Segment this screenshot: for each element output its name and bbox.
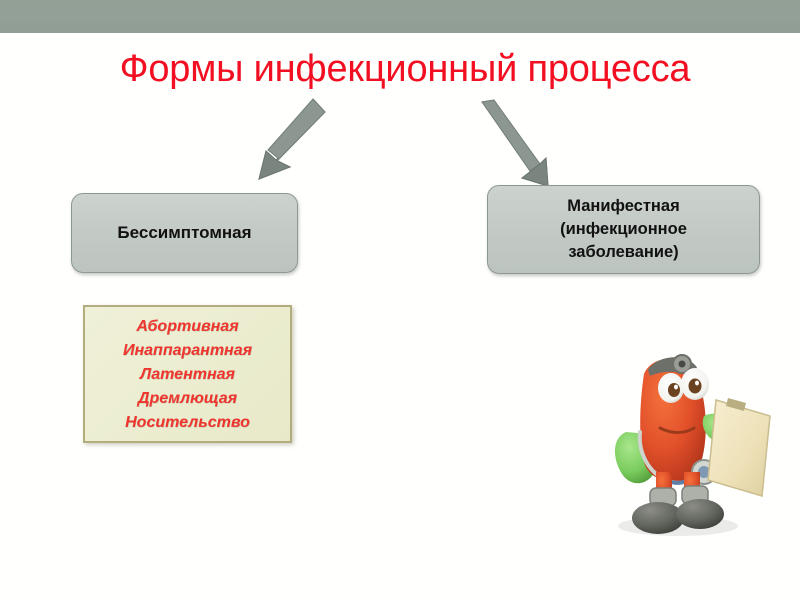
box-asymptomatic: Бессимптомная	[71, 193, 298, 273]
list-item: Латентная	[140, 365, 235, 383]
box-manifest-line3: заболевание)	[568, 243, 679, 261]
arrow-down-right-icon	[481, 99, 549, 187]
top-decorative-bar	[0, 0, 800, 33]
arrow-down-left-icon	[258, 98, 326, 180]
box-manifest-line2: (инфекционное	[560, 220, 687, 238]
box-forms-list: Абортивная Инаппарантная Латентная Дремл…	[83, 305, 292, 443]
list-item: Носительство	[125, 413, 250, 431]
clipboard-icon	[707, 398, 771, 497]
box-manifest: Манифестная (инфекционное заболевание)	[487, 185, 760, 274]
list-item: Инаппарантная	[122, 341, 253, 359]
box-asymptomatic-label: Бессимптомная	[117, 223, 252, 242]
list-item: Дремлющая	[137, 389, 238, 407]
cartoon-doctor-character	[614, 354, 771, 536]
list-item: Абортивная	[136, 317, 239, 335]
box-manifest-line1: Манифестная	[567, 197, 680, 215]
character-mouth	[658, 426, 696, 434]
page-title: Формы инфекционный процесса	[119, 48, 691, 90]
character-boot-right	[676, 485, 724, 529]
character-boot-left	[632, 487, 684, 534]
